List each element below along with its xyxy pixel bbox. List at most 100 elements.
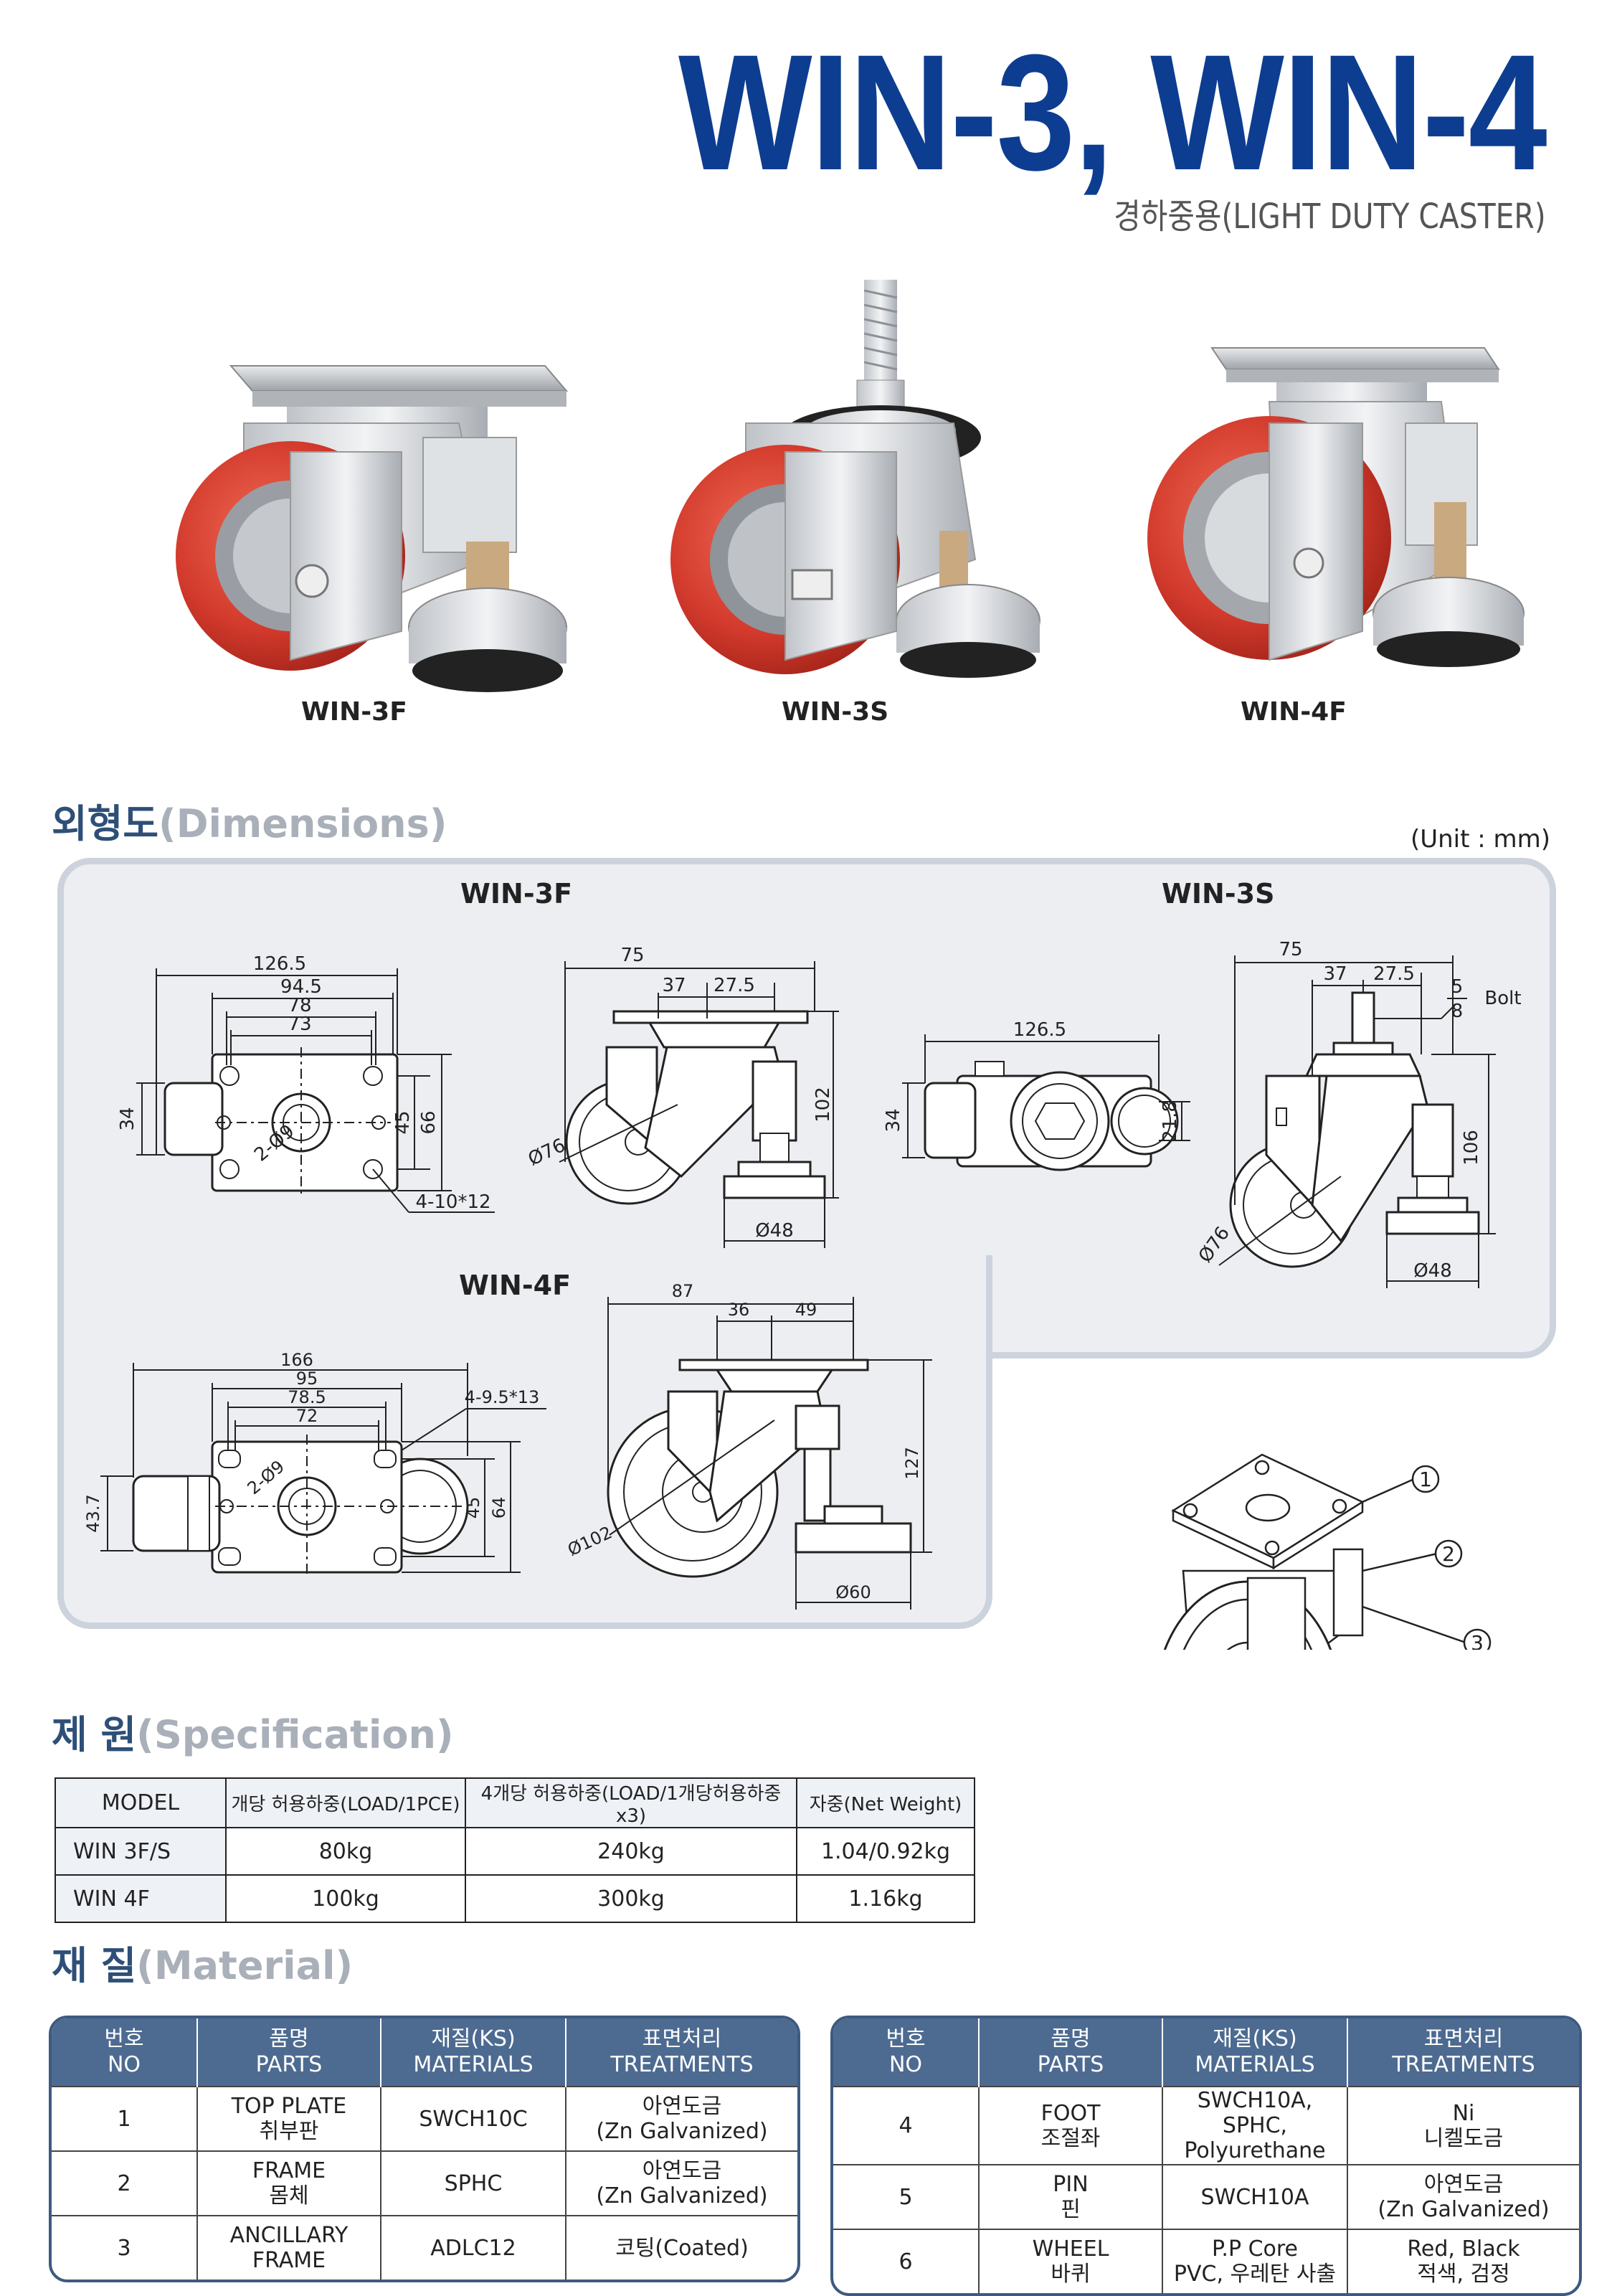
product-label-win3f: WIN-3F bbox=[301, 697, 407, 727]
product-label-win3s: WIN-3S bbox=[782, 697, 889, 727]
win3s-top-w1: 126.5 bbox=[1013, 1019, 1066, 1041]
material-cell: 1 bbox=[52, 2086, 198, 2151]
material-cell: 4 bbox=[833, 2086, 980, 2165]
material-cell: 코팅(Coated) bbox=[566, 2215, 797, 2280]
material-cell: 아연도금(Zn Galvanized) bbox=[1347, 2164, 1579, 2229]
callout-1: 1 bbox=[1419, 1468, 1432, 1491]
panel-join bbox=[64, 1219, 973, 1305]
material-cell: SPHC bbox=[381, 2150, 566, 2216]
drawing-win4f-side bbox=[607, 1297, 932, 1610]
spec-cell: WIN 3F/S bbox=[54, 1827, 227, 1876]
callout-circle-3 bbox=[1463, 1628, 1492, 1650]
material-cell: ADLC12 bbox=[381, 2215, 566, 2280]
material-cell: SWCH10A bbox=[1162, 2164, 1348, 2229]
material-cell: 5 bbox=[833, 2164, 980, 2229]
spec-cell: 80kg bbox=[225, 1827, 466, 1876]
win3s-side-h: 106 bbox=[1461, 1130, 1482, 1166]
win3s-side-bolt-den: 8 bbox=[1451, 1001, 1464, 1022]
win4f-top-w2: 95 bbox=[296, 1369, 318, 1389]
dimensions-heading-ko: 외형도 bbox=[52, 801, 159, 846]
unit-label: (Unit : mm) bbox=[1410, 825, 1550, 854]
product-photo-win4f bbox=[1147, 347, 1525, 667]
win3f-top-w3: 78 bbox=[288, 995, 311, 1016]
drawing-win4f-top bbox=[100, 1363, 546, 1578]
spec-header-weight: 자중(Net Weight) bbox=[796, 1777, 975, 1828]
spec-cell: 100kg bbox=[225, 1874, 466, 1923]
win3s-side-d1: 75 bbox=[1279, 939, 1302, 960]
spec-cell: 300kg bbox=[465, 1874, 797, 1923]
drawing-exploded-view bbox=[1163, 1453, 1466, 1650]
material-heading-en: (Material) bbox=[136, 1943, 354, 1988]
win4f-side-h: 127 bbox=[902, 1447, 922, 1480]
dim-title-win3f: WIN-3F bbox=[460, 878, 573, 910]
dimensions-heading-en: (Dimensions) bbox=[158, 801, 447, 846]
win3f-top-h1: 34 bbox=[117, 1107, 138, 1130]
win4f-side-d1: 87 bbox=[672, 1281, 694, 1301]
material-cell: SWCH10A, SPHC,Polyurethane bbox=[1162, 2086, 1348, 2165]
callout-3: 3 bbox=[1471, 1631, 1484, 1650]
dim-title-win4f: WIN-4F bbox=[459, 1270, 572, 1301]
callouts bbox=[1411, 1465, 1492, 1650]
table-row: WIN 3F/S 80kg 240kg 1.04/0.92kg bbox=[54, 1827, 975, 1876]
material-cell: 아연도금(Zn Galvanized) bbox=[566, 2150, 797, 2216]
spec-header-model: MODEL bbox=[54, 1777, 227, 1828]
win3f-side-d3: 27.5 bbox=[713, 975, 755, 996]
win3f-top-h3: 66 bbox=[418, 1110, 440, 1134]
win3s-top-h2: 21.8 bbox=[1160, 1100, 1181, 1142]
product-label-win4f: WIN-4F bbox=[1241, 697, 1347, 727]
callout-circle-1 bbox=[1411, 1465, 1440, 1493]
material-cell: SWCH10C bbox=[381, 2086, 566, 2151]
specification-heading-ko: 제 원 bbox=[52, 1712, 137, 1757]
callout-circle-2 bbox=[1434, 1539, 1463, 1568]
win3s-side-wheel: Ø76 bbox=[1195, 1223, 1234, 1267]
win3s-side-d2: 37 bbox=[1323, 963, 1347, 985]
win4f-top-w4: 72 bbox=[296, 1406, 318, 1426]
win3f-side-wheel: Ø76 bbox=[525, 1135, 569, 1171]
material-header-materials: 재질(KS)MATERIALS bbox=[1162, 2018, 1348, 2087]
callout-2: 2 bbox=[1442, 1542, 1455, 1566]
material-cell: 3 bbox=[52, 2215, 198, 2280]
spec-header-row: MODEL 개당 허용하중(LOAD/1PCE) 4개당 허용하중(LOAD/1… bbox=[54, 1777, 975, 1828]
win3f-side-foot: Ø48 bbox=[755, 1220, 794, 1242]
product-photo-win3f bbox=[176, 365, 569, 692]
material-header-materials: 재질(KS)MATERIALS bbox=[381, 2018, 566, 2087]
win4f-top-w1: 166 bbox=[280, 1350, 313, 1370]
drawing-win3s-side bbox=[1218, 955, 1496, 1288]
win4f-side-d2: 36 bbox=[728, 1300, 750, 1320]
win3f-side-d1: 75 bbox=[620, 945, 644, 966]
dimensions-heading: 외형도(Dimensions) bbox=[52, 792, 447, 849]
win3s-side-bolt-num: 5 bbox=[1451, 976, 1464, 998]
win3f-top-slot: 4-10*12 bbox=[415, 1191, 490, 1213]
win3f-top-w2: 94.5 bbox=[280, 976, 322, 998]
material-cell: 아연도금(Zn Galvanized) bbox=[566, 2086, 797, 2151]
dimension-drawings: 1 2 3 4 5 6 126.5 94.5 78 73 34 45 66 2-… bbox=[83, 939, 1522, 1650]
spec-header-load: 개당 허용하중(LOAD/1PCE) bbox=[225, 1777, 466, 1828]
win3f-side-d2: 37 bbox=[662, 975, 686, 996]
win4f-top-h1: 43.7 bbox=[83, 1494, 103, 1532]
win3f-top-h2: 45 bbox=[392, 1110, 414, 1134]
spec-cell: WIN 4F bbox=[54, 1874, 227, 1923]
spec-cell: 240kg bbox=[465, 1827, 797, 1876]
win3s-top-h1: 34 bbox=[883, 1108, 904, 1132]
spec-header-load4: 4개당 허용하중(LOAD/1개당허용하중x3) bbox=[465, 1777, 797, 1828]
spec-cell: 1.04/0.92kg bbox=[796, 1827, 975, 1876]
